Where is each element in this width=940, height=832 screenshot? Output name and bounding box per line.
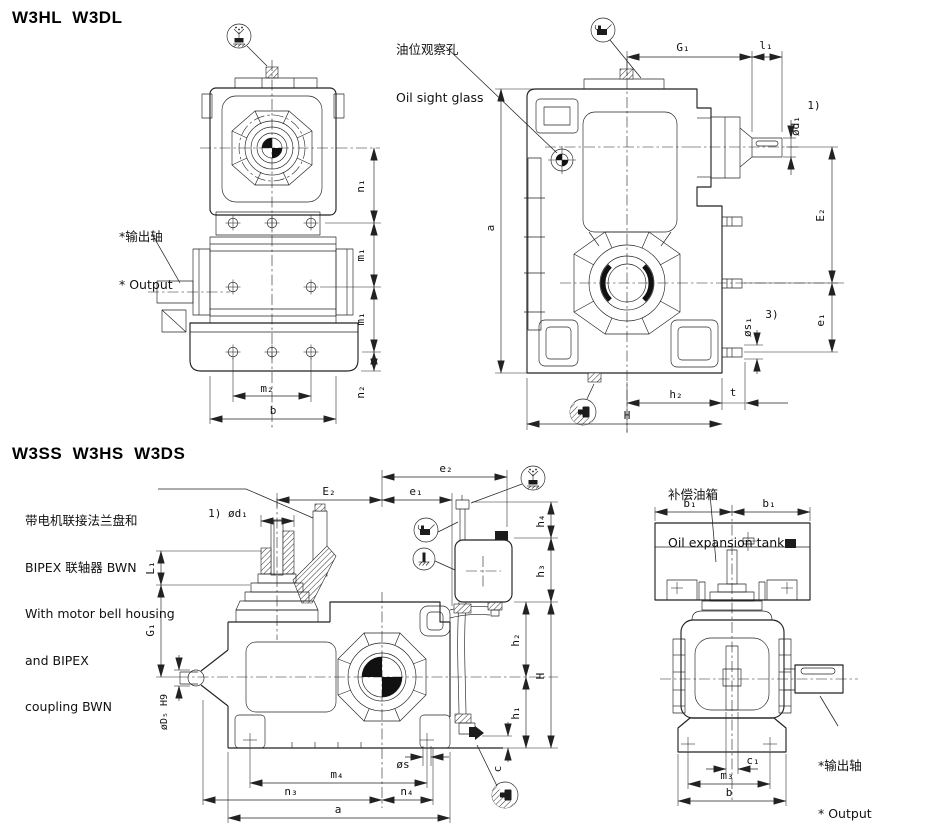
breather-icon-2 <box>520 465 546 491</box>
dim-b1-left: b₁ <box>683 497 696 510</box>
motor-note-line2: BIPEX 联轴器 BWN <box>25 559 137 575</box>
oil-fill-icon-2 <box>413 517 439 543</box>
output-label-front-en: * Output <box>119 277 173 292</box>
dim-l1-side: l₁ <box>759 39 772 52</box>
expansion-tank-side <box>454 539 513 603</box>
dim-G1-side: G₁ <box>676 41 689 54</box>
dim-n2: n₂ <box>354 385 367 398</box>
output-label-tank: *输出轴 * Output <box>818 726 872 832</box>
oil-level-icon <box>412 547 436 571</box>
motor-note-line4: and BIPEX <box>25 652 89 668</box>
dim-h2-side: h₂ <box>669 388 682 401</box>
expansion-tank-front <box>654 522 811 601</box>
output-label-tank-en: * Output <box>818 806 872 821</box>
motor-note-line3: With motor bell housing <box>25 606 175 621</box>
dim-b1-right: b₁ <box>762 497 775 510</box>
output-label-front-zh: *输出轴 <box>119 229 163 244</box>
expansion-tank-label: 补偿油箱 Oil expansion tank <box>668 455 784 567</box>
dim-h1-motor: h₁ <box>509 706 522 719</box>
dim-m3-tank: m₃ <box>720 769 733 782</box>
dim-m4-motor: m₄ <box>330 768 343 781</box>
oil-sight-glass-label: 油位观察孔 Oil sight glass <box>396 10 484 122</box>
dim-e1-side: e₁ <box>814 313 827 326</box>
dim-m1-lower: m₁ <box>354 312 367 325</box>
view-side-w3ss: 1) ød₁ L₁ G₁ øD₅ H9 E₂ e₁ e₂ h₄ h <box>144 462 558 823</box>
title-w3ss-w3hs-w3ds: W3SS W3HS W3DS <box>12 444 186 463</box>
dim-h2-motor: h₂ <box>509 633 522 646</box>
breather-icon <box>226 23 252 49</box>
expansion-tank-label-en: Oil expansion tank <box>668 535 785 550</box>
dim-n3-motor: n₃ <box>284 785 297 798</box>
dim-b-front: b <box>270 404 277 417</box>
dim-e2-motor: e₂ <box>439 462 452 475</box>
motor-note-line1: 带电机联接法兰盘和 <box>25 513 138 528</box>
dim-c1-tank: c₁ <box>746 754 759 767</box>
view-front-w3hl: n₁ m₁ m₁ n₂ m₂ b <box>148 23 381 428</box>
dim-e1-motor: e₁ <box>409 485 422 498</box>
view-front-tank: b₁ b₁ <box>654 493 858 806</box>
oil-fill-icon <box>590 17 616 43</box>
dim-n4-motor: n₄ <box>400 785 413 798</box>
dim-L1-motor: L₁ <box>144 561 157 574</box>
dim-a-side: a <box>484 225 497 232</box>
dim-b-tank: b <box>726 786 733 799</box>
oil-sight-glass-label-zh: 油位观察孔 <box>396 42 459 57</box>
oil-drain-icon-2 <box>491 781 519 809</box>
title-w3hl-w3dl: W3HL W3DL <box>12 8 123 27</box>
dim-H-side: H <box>624 409 631 422</box>
note-3-side: 3) <box>765 308 778 321</box>
dim-t-side: t <box>730 386 737 399</box>
dim-a-motor: a <box>335 803 342 816</box>
dim-d1-side: ød₁ <box>789 116 802 136</box>
dim-d1-motor: 1) ød₁ <box>208 507 248 520</box>
dim-H-motor: H <box>534 673 547 680</box>
dim-s1-side: øs₁ <box>741 317 754 337</box>
dim-E2-motor: E₂ <box>322 485 335 498</box>
oil-sight-glass-label-en: Oil sight glass <box>396 90 484 105</box>
dim-n1: n₁ <box>354 179 367 192</box>
dim-h3-motor: h₃ <box>534 564 547 577</box>
dim-s-motor: øs <box>396 758 409 771</box>
oil-drain-icon <box>569 398 597 426</box>
output-label-tank-zh: *输出轴 <box>818 758 862 773</box>
expansion-tank-label-zh: 补偿油箱 <box>668 487 719 502</box>
dim-E2-side: E₂ <box>814 208 827 221</box>
note-1-side: 1) <box>807 99 820 112</box>
motor-note-line5: coupling BWN <box>25 699 112 714</box>
motor-coupling-note: 带电机联接法兰盘和 BIPEX 联轴器 BWN With motor bell … <box>25 482 175 730</box>
dim-m1-upper: m₁ <box>354 248 367 261</box>
dim-c-motor: c <box>491 766 504 773</box>
dim-m2: m₂ <box>260 382 273 395</box>
view-side-w3hl: G₁ l₁ ød₁ 1) E₂ e₁ øs₁ 3) a <box>445 17 845 433</box>
dim-D5-motor: øD₅ H9 <box>159 694 170 730</box>
dim-h4-motor: h₄ <box>534 514 547 527</box>
dim-G1-motor: G₁ <box>144 623 157 636</box>
output-label-front: *输出轴 * Output <box>119 197 173 309</box>
